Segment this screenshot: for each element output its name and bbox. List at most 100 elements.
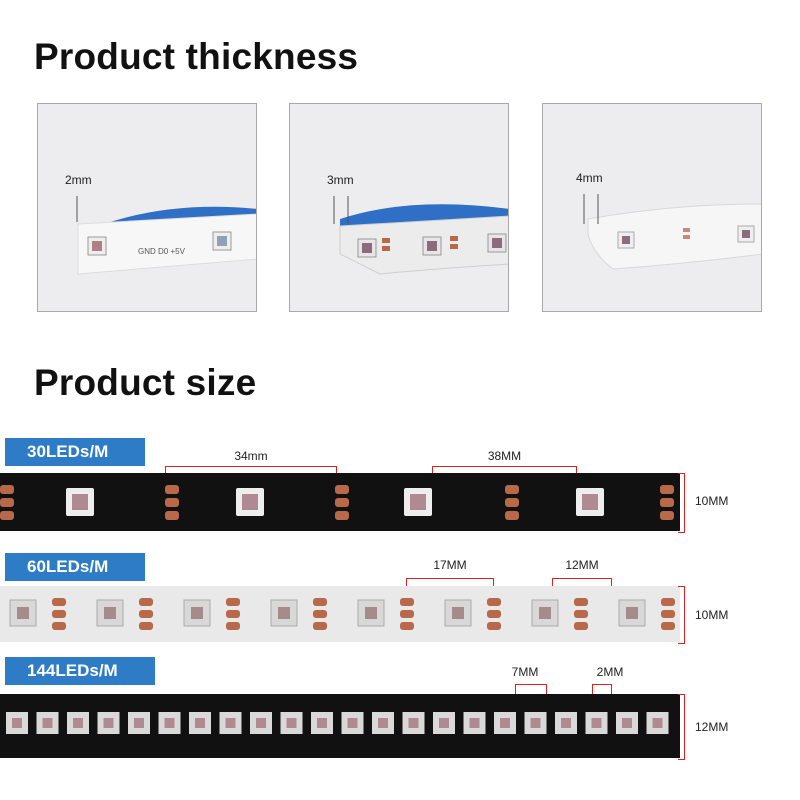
height-label-30leds: 10MM (695, 494, 729, 508)
led-lens (225, 718, 236, 728)
measure-tick (576, 466, 577, 476)
strip-tag-60leds: 60LEDs/M (5, 553, 145, 581)
measure-tick (611, 684, 612, 694)
solder-pad (505, 498, 519, 507)
measure-line-7mm (515, 684, 547, 685)
measure-label-7mm: 7MM (511, 665, 539, 679)
measure-line-2mm (592, 684, 612, 685)
measure-label-12mm: 12MM (565, 558, 599, 572)
led-lens (17, 607, 29, 619)
led-lens (652, 718, 663, 728)
led-strip-2mm-illustration: GND D0 +5V (76, 196, 256, 275)
led-lens (500, 718, 510, 728)
solder-pad (574, 622, 588, 630)
led-strip-4mm-illustration (583, 194, 761, 270)
solder-pad (660, 485, 674, 494)
solder-pad (139, 622, 153, 630)
solder-pad (661, 610, 675, 618)
led-lens (42, 718, 53, 728)
solder-pad (335, 498, 349, 507)
solder-pad (660, 498, 674, 507)
strip-tag-144leds: 144LEDs/M (5, 657, 155, 685)
measure-label-17mm: 17MM (433, 558, 467, 572)
solder-pad (574, 598, 588, 606)
led-strip-30leds (0, 473, 680, 531)
led-strip-3mm-illustration (333, 196, 508, 275)
led-lens (317, 718, 327, 728)
led-lens (626, 607, 638, 619)
measure-tick (611, 578, 612, 588)
led-strip-144leds (0, 694, 680, 758)
height-label-60leds: 10MM (695, 608, 729, 622)
led-lens (256, 718, 266, 728)
solder-pad (0, 485, 14, 494)
solder-pad (165, 498, 179, 507)
led-strip-60leds (0, 586, 680, 642)
measure-tick (336, 466, 337, 476)
led-lens (408, 718, 419, 728)
led-lens (104, 607, 116, 619)
led-lens (410, 494, 426, 510)
solder-pad (226, 622, 240, 630)
led-lens (278, 607, 290, 619)
solder-pad (0, 511, 14, 520)
measure-tick (592, 684, 593, 694)
solder-pad (313, 610, 327, 618)
measure-tick (515, 684, 516, 694)
measure-tick (552, 578, 553, 588)
thickness-label-3mm: 3mm (327, 173, 354, 187)
solder-pad (313, 598, 327, 606)
led-lens (439, 718, 449, 728)
led-lens (561, 718, 571, 728)
solder-pad (505, 485, 519, 494)
led-lens (191, 607, 203, 619)
led-lens (134, 718, 144, 728)
led-lens (103, 718, 114, 728)
height-bracket-144leds (678, 694, 685, 760)
thickness-heading: Product thickness (34, 36, 359, 77)
led-lens (347, 718, 358, 728)
led-lens (195, 718, 205, 728)
thickness-photo-3mm: 3mm (289, 103, 509, 312)
led-lens (164, 718, 175, 728)
solder-pad (660, 511, 674, 520)
strip-tag-30leds: 30LEDs/M (5, 438, 145, 466)
solder-pad (52, 610, 66, 618)
measure-line-17mm (406, 578, 494, 579)
led-lens (622, 718, 632, 728)
led-chip (270, 599, 298, 627)
solder-pad (505, 511, 519, 520)
led-lens (582, 494, 598, 510)
measure-tick (432, 466, 433, 476)
solder-pad (226, 598, 240, 606)
measure-tick (406, 578, 407, 588)
led-lens (73, 718, 83, 728)
solder-pad (0, 498, 14, 507)
height-bracket-30leds (678, 473, 685, 533)
solder-pad (226, 610, 240, 618)
solder-pad (487, 622, 501, 630)
measure-line-38mm (432, 466, 577, 467)
led-lens (72, 494, 88, 510)
solder-pad (661, 622, 675, 630)
solder-pad (52, 598, 66, 606)
solder-pad (335, 511, 349, 520)
size-heading: Product size (34, 362, 257, 403)
solder-pad (574, 610, 588, 618)
measure-tick (546, 684, 547, 694)
led-lens (539, 607, 551, 619)
solder-pad (139, 610, 153, 618)
solder-pad (661, 598, 675, 606)
thickness-photo-2mm: GND D0 +5V 2mm (37, 103, 257, 312)
measure-label-2mm: 2MM (596, 665, 624, 679)
thickness-label-2mm: 2mm (65, 173, 92, 187)
solder-pad (400, 598, 414, 606)
height-label-144leds: 12MM (695, 720, 729, 734)
solder-pad (487, 610, 501, 618)
solder-pad (139, 598, 153, 606)
solder-pad (313, 622, 327, 630)
led-lens (452, 607, 464, 619)
solder-pad (165, 511, 179, 520)
measure-label-38mm: 38MM (487, 449, 522, 463)
height-bracket-60leds (678, 586, 685, 644)
